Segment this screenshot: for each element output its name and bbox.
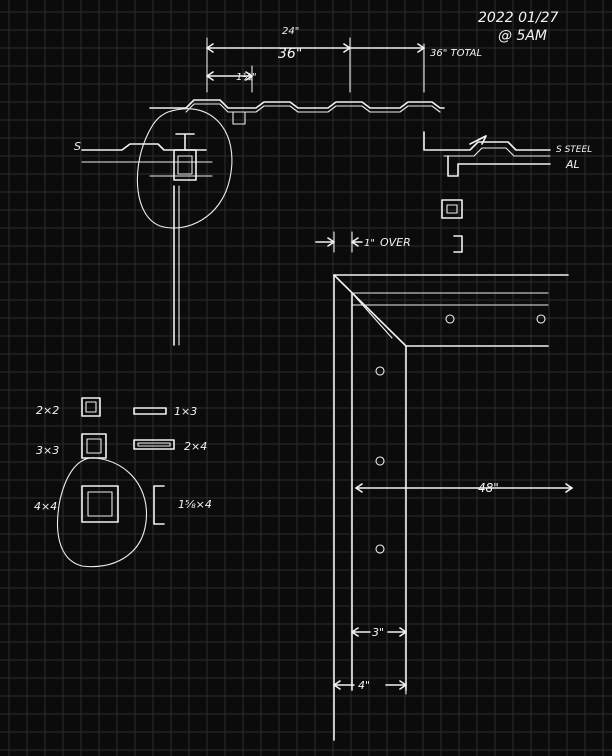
label-al: AL xyxy=(565,158,580,171)
dim-1-5-label: 1½" xyxy=(236,71,257,83)
label-s: S xyxy=(74,140,81,153)
frame-corner: 48" 3" 4" xyxy=(333,274,573,741)
dim-24-label: 24" xyxy=(282,26,299,37)
left-fastener-detail: S xyxy=(74,108,233,346)
dim-48-label: 48" xyxy=(478,481,499,495)
lumber-sizes: 2×2 3×3 4×4 1×3 2×4 1⅝×4 xyxy=(34,397,212,568)
right-edge-detail: S STEEL AL xyxy=(423,131,592,253)
over-dimension: 1" OVER xyxy=(315,231,411,253)
label-2x2: 2×2 xyxy=(36,404,59,417)
dim-4-label: 4" xyxy=(358,679,370,692)
label-3x3: 3×3 xyxy=(36,444,59,457)
label-4x4: 4×4 xyxy=(34,500,57,513)
dim-3-label: 3" xyxy=(372,626,384,639)
corrugated-panel-section: 24" 36" 36" TOTAL 1½" xyxy=(149,26,482,125)
time-text: @ 5AM xyxy=(498,28,547,44)
date-text: 2022 01/27 xyxy=(478,10,559,26)
over-label: OVER xyxy=(380,236,411,249)
label-s-steel: S STEEL xyxy=(556,145,592,155)
dim-36-total-label: 36" TOTAL xyxy=(430,48,482,59)
label-2x4: 2×4 xyxy=(184,440,207,453)
dim-36-label: 36" xyxy=(278,46,302,62)
label-channel: 1⅝×4 xyxy=(178,498,212,511)
label-1x3: 1×3 xyxy=(174,405,197,418)
dim-1-label: 1" xyxy=(364,238,375,249)
